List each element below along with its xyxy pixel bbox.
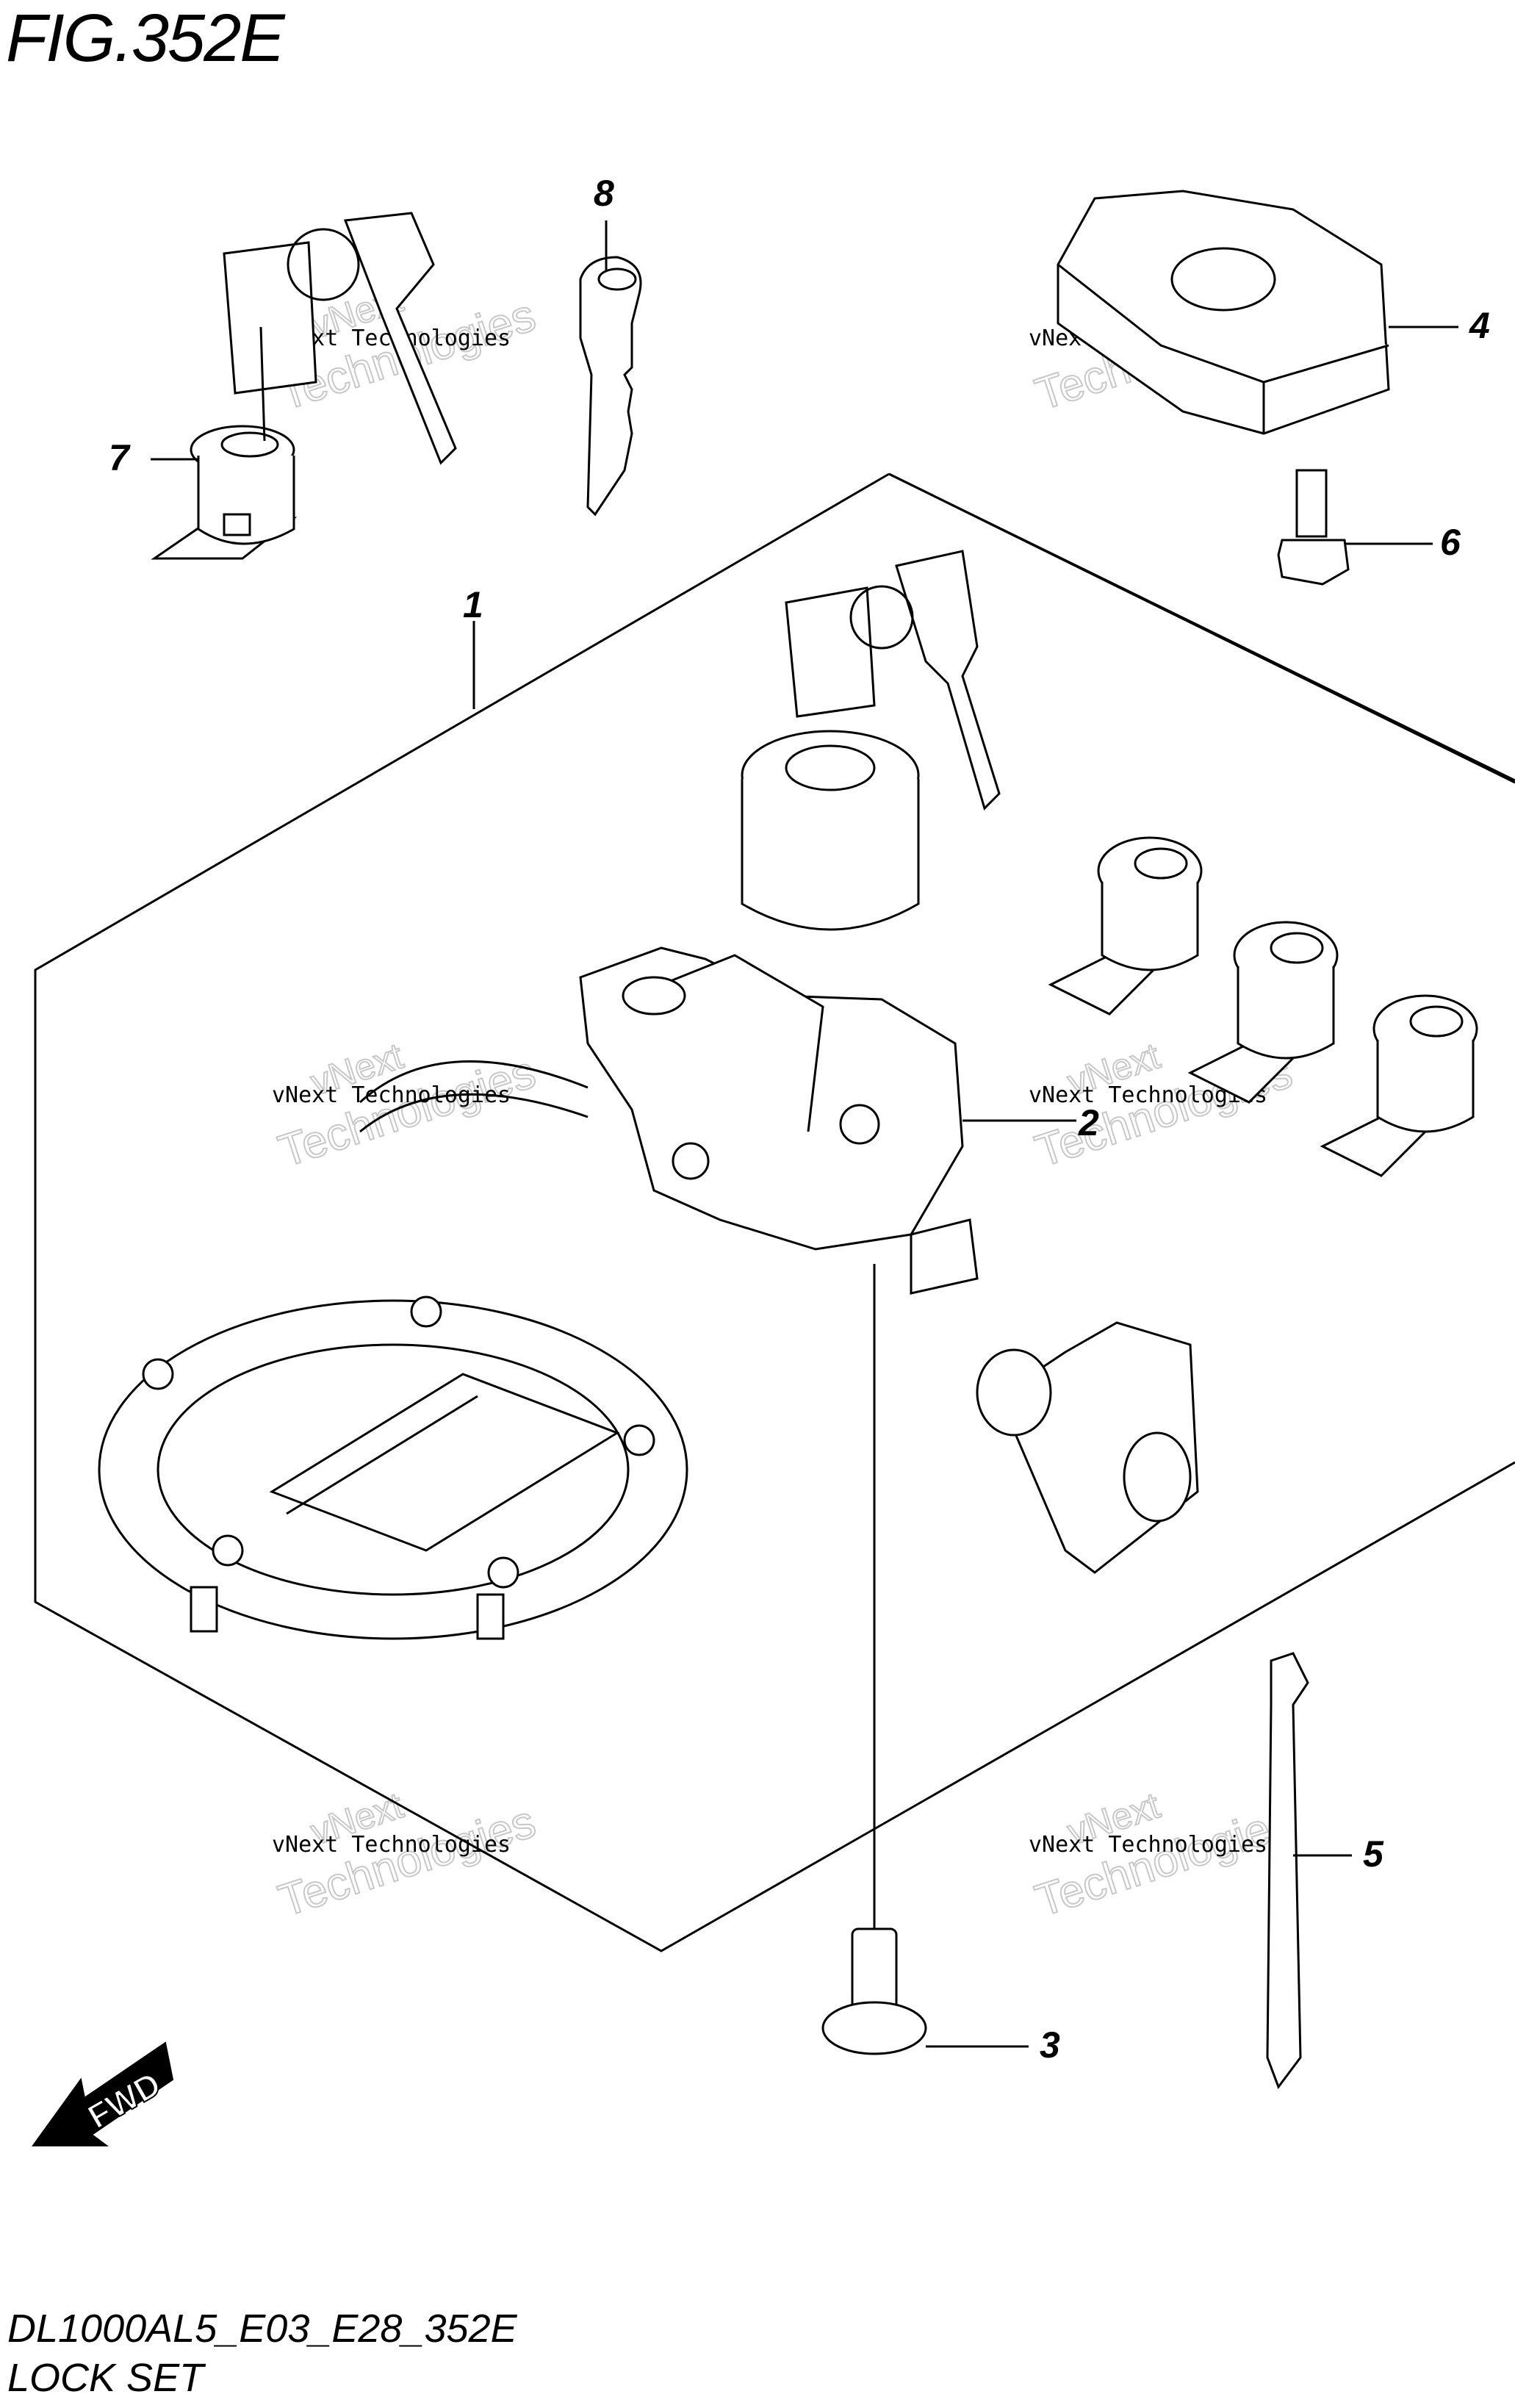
- cable-tie-part-5: [1266, 1652, 1309, 2090]
- callout-7: 7: [109, 437, 131, 478]
- key-part-8: [579, 256, 642, 517]
- callout-3: 3: [1040, 2024, 1060, 2066]
- assembly-boundary-outline: [34, 472, 1515, 1952]
- callout-5: 5: [1363, 1833, 1384, 1875]
- cover-part-4: [1057, 190, 1390, 435]
- fuel-cap: [98, 1295, 688, 1640]
- model-code-label: DL1000AL5_E03_E28_352E: [7, 2307, 517, 2351]
- leader-lines: [151, 220, 1458, 2048]
- callout-4: 4: [1469, 305, 1490, 346]
- bolt-part-6: [1277, 469, 1350, 586]
- forward-direction-arrow: FWD: [32, 2041, 174, 2146]
- svg-text:vNext Technologies: vNext Technologies: [272, 1832, 511, 1858]
- ignition-switch-part-2: [359, 550, 1001, 1295]
- callout-1: 1: [463, 584, 483, 625]
- assembly-name-label: LOCK SET: [7, 2356, 204, 2400]
- screw-part-3: [821, 1927, 927, 2055]
- svg-text:vNext Technologies: vNext Technologies: [1029, 1832, 1267, 1858]
- callout-numbers: 1 2 3 4 5 6 7 8: [109, 173, 1490, 2066]
- callout-6: 6: [1440, 522, 1461, 563]
- seat-lock-group: [976, 836, 1478, 1574]
- callout-8: 8: [594, 173, 614, 214]
- figure-title: FIG.352E: [6, 1, 285, 76]
- callout-2: 2: [1078, 1102, 1099, 1143]
- key-lock-part-7: [151, 212, 457, 560]
